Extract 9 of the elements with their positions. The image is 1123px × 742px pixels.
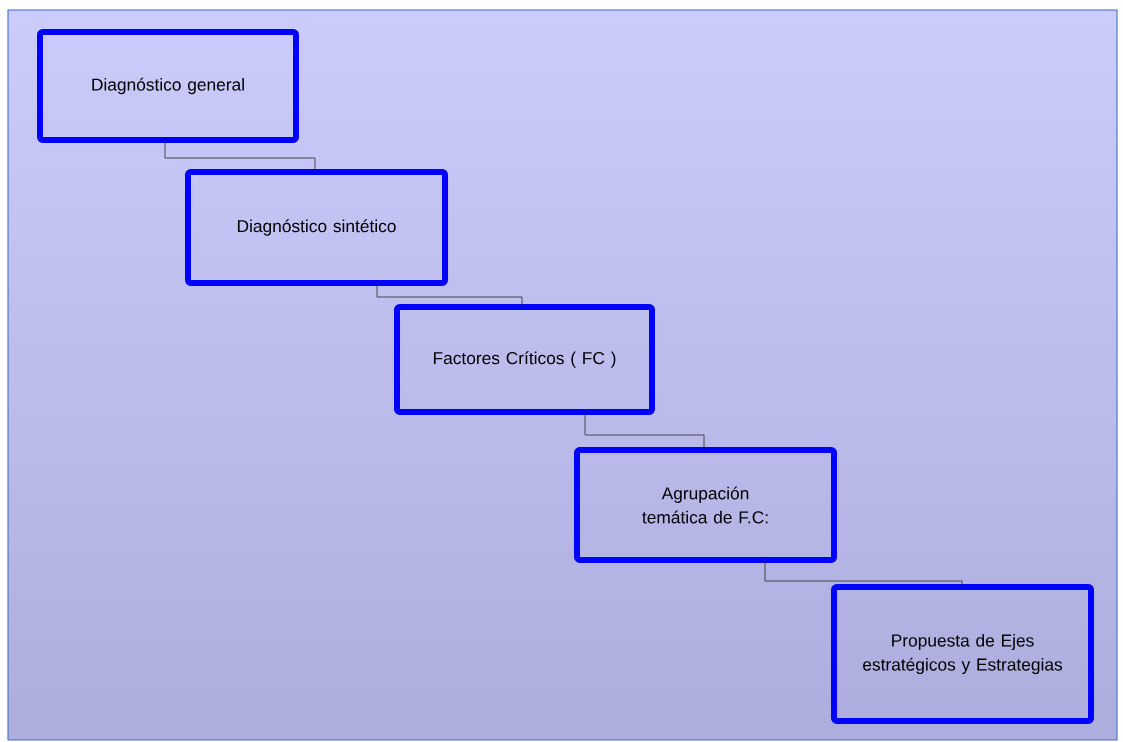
connector-line [164,139,316,173]
process-box: Propuesta de Ejes estratégicos y Estrategias [831,584,1094,724]
process-box: Diagnóstico general [37,29,299,143]
connector-line [584,411,705,451]
connector-line [764,559,963,588]
connector-line [376,282,523,308]
process-box: Agrupación temática de F.C: [574,447,837,563]
process-box: Factores Críticos ( FC ) [394,304,655,415]
process-box: Diagnóstico sintético [185,169,448,286]
